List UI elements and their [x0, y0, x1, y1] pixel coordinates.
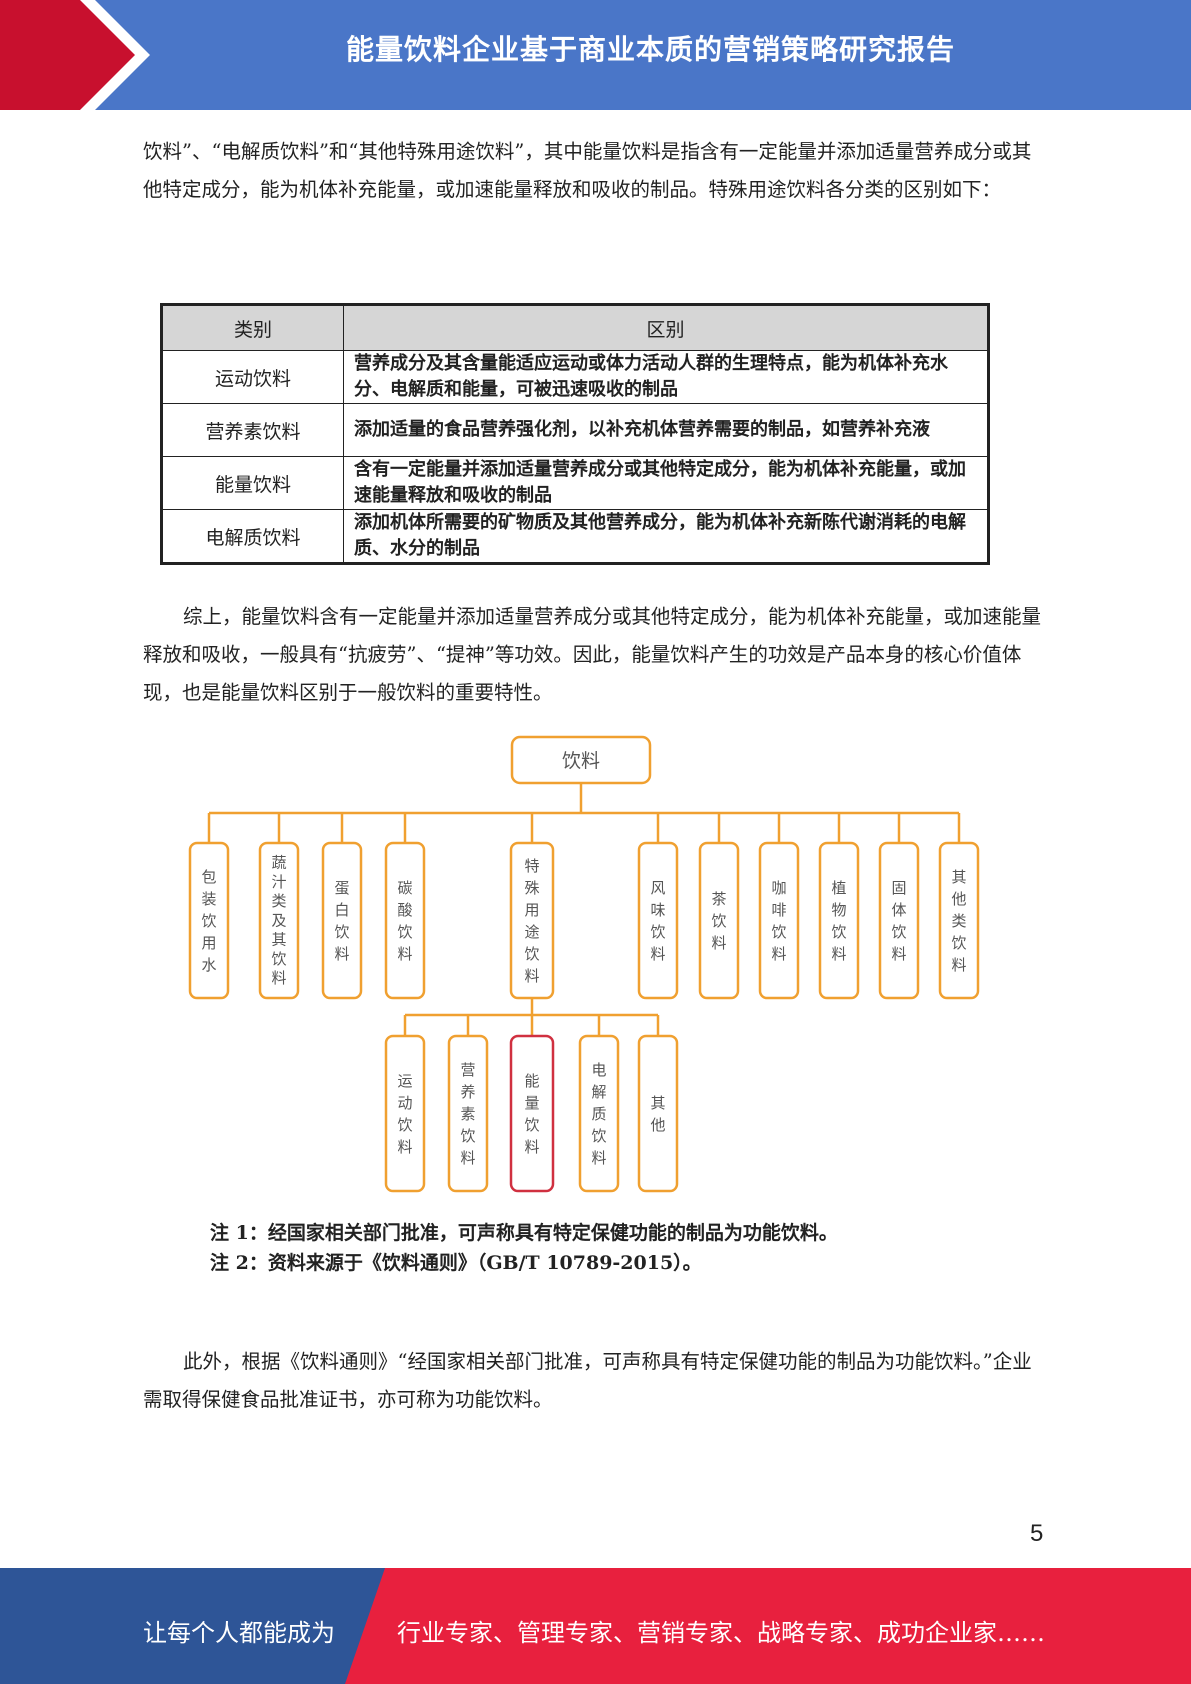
row-difference: 添加机体所需要的矿物质及其他营养成分，能为机体补充新陈代谢消耗的电解质、水分的制… [343, 509, 989, 564]
row-difference: 营养成分及其含量能适应运动或体力活动人群的生理特点，能为机体补充水分、电解质和能… [343, 350, 989, 404]
tree-level2-box [447, 1034, 489, 1193]
page-number: 5 [1030, 1520, 1044, 1547]
tree-root-label: 饮料 [562, 750, 600, 772]
tree-level2-label: 其他 [650, 1094, 665, 1134]
paragraph-3: 此外，根据《饮料通则》“经国家相关部门批准，可声称具有特定保健功能的制品为功能饮… [143, 1350, 1032, 1411]
tree-level1-label: 蛋白饮料 [334, 879, 349, 963]
header-chevron-graphic [0, 0, 150, 110]
tree-level2-box [384, 1034, 426, 1193]
note-1: 注 1：经国家相关部门批准，可声称具有特定保健功能的制品为功能饮料。 [210, 1222, 838, 1244]
row-category: 运动饮料 [161, 350, 344, 404]
footer-band-graphic [0, 1568, 1191, 1684]
table-header-row: 类别 区别 [161, 304, 989, 351]
tree-level1-box [384, 841, 426, 1000]
row-difference: 添加适量的食品营养强化剂，以补充机体营养需要的制品，如营养补充液 [343, 403, 989, 457]
tree-level1-box [509, 841, 555, 1000]
beverage-difference-table: 类别 区别 运动饮料 营养成分及其含量能适应运动或体力活动人群的生理特点，能为机… [160, 303, 990, 565]
tree-root-box [510, 735, 652, 785]
tree-level1-label: 茶饮料 [711, 890, 726, 952]
tree-level1-box [321, 841, 363, 1000]
tree-level2-label: 能量饮料 [524, 1072, 539, 1156]
diagram-notes: 注 1：经国家相关部门批准，可声称具有特定保健功能的制品为功能饮料。 注 2：资… [210, 1218, 838, 1278]
row-category: 营养素饮料 [161, 403, 344, 457]
tree-level1-box [878, 841, 920, 1000]
tree-level1-label: 碳酸饮料 [397, 879, 412, 963]
table-row: 电解质饮料 添加机体所需要的矿物质及其他营养成分，能为机体补充新陈代谢消耗的电解… [161, 509, 989, 564]
tree-level2-label: 电解质饮料 [591, 1061, 606, 1167]
footer-slogan-left: 让每个人都能成为 [143, 1619, 335, 1647]
table-row: 运动饮料 营养成分及其含量能适应运动或体力活动人群的生理特点，能为机体补充水分、… [161, 350, 989, 404]
tree-level2-label: 营养素饮料 [460, 1061, 475, 1167]
page-header: 能量饮料企业基于商业本质的营销策略研究报告 [0, 0, 1191, 110]
tree-level2-box [578, 1034, 620, 1193]
tree-level2-box [637, 1034, 679, 1193]
table-row: 能量饮料 含有一定能量并添加适量营养成分或其他特定成分，能为机体补充能量，或加速… [161, 456, 989, 510]
table-row: 营养素饮料 添加适量的食品营养强化剂，以补充机体营养需要的制品，如营养补充液 [161, 403, 989, 457]
tree-highlight-box [509, 1034, 555, 1193]
tree-level1-label: 其他类饮料 [951, 868, 966, 974]
tree-level1-label: 固体饮料 [891, 879, 906, 963]
tree-level1-label: 风味饮料 [650, 879, 665, 963]
row-category: 电解质饮料 [161, 509, 344, 564]
tree-level1-box [258, 841, 300, 1000]
tree-level1-label: 包装饮用水 [201, 868, 216, 974]
row-category: 能量饮料 [161, 456, 344, 510]
tree-level1-box [188, 841, 230, 1000]
paragraph-2: 综上，能量饮料含有一定能量并添加适量营养成分或其他特定成分，能为机体补充能量，或… [143, 605, 1042, 704]
tree-level1-label: 蔬汁类及其饮料 [271, 853, 286, 987]
tree-level1-label: 植物饮料 [831, 879, 846, 963]
report-title: 能量饮料企业基于商业本质的营销策略研究报告 [345, 33, 955, 66]
tree-level1-box [758, 841, 800, 1000]
tree-level1-box [818, 841, 860, 1000]
column-header-difference: 区别 [343, 304, 989, 351]
tree-level1-label: 咖啡饮料 [771, 879, 786, 963]
tree-level2-label: 运动饮料 [397, 1072, 412, 1156]
tree-level1-box [938, 841, 980, 1000]
paragraph-1: 饮料”、“电解质饮料”和“其他特殊用途饮料”，其中能量饮料是指含有一定能量并添加… [143, 140, 1032, 201]
note-2: 注 2：资料来源于《饮料通则》（GB/T 10789-2015）。 [210, 1252, 702, 1274]
column-header-category: 类别 [161, 304, 344, 351]
tree-level1-box [698, 841, 740, 1000]
footer-slogan-right: 行业专家、管理专家、营销专家、战略专家、成功企业家…… [397, 1619, 1045, 1647]
row-difference: 含有一定能量并添加适量营养成分或其他特定成分，能为机体补充能量，或加速能量释放和… [343, 456, 989, 510]
tree-level1-box [637, 841, 679, 1000]
page-footer [0, 1568, 1191, 1684]
tree-level1-label: 特殊用途饮料 [524, 857, 539, 985]
